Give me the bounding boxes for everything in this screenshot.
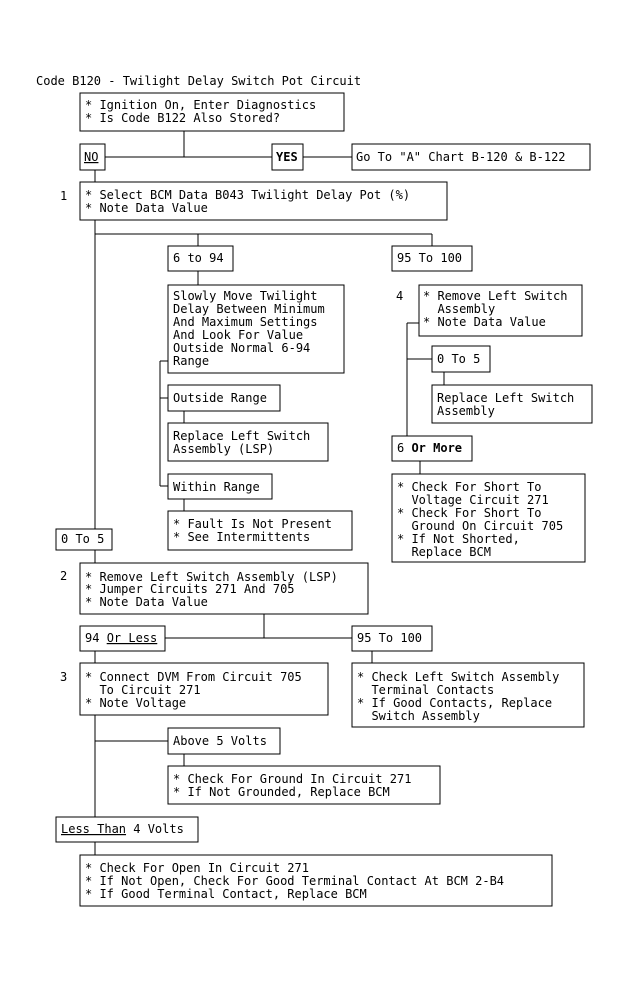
slowly-move-line: And Look For Value	[173, 328, 303, 342]
94-or-less-box: 94 Or Less	[79, 625, 166, 652]
range-0-5-box-2: 0 To 5	[431, 345, 491, 373]
replace-lsp-line: Replace Left Switch	[173, 429, 310, 443]
range-95-100-box-1: 95 To 100	[391, 245, 473, 272]
step3-line: * Note Voltage	[85, 696, 186, 710]
final-line: * If Good Terminal Contact, Replace BCM	[85, 887, 367, 901]
slowly-move-line: And Maximum Settings	[173, 315, 318, 329]
ground-line: * Check For Ground In Circuit 271	[173, 772, 411, 786]
terminals-line: Switch Assembly	[357, 709, 480, 723]
short-line: * Check For Short To	[397, 480, 542, 494]
range-6-94-box: 6 to 94	[167, 245, 234, 272]
terminals-line: * Check Left Switch Assembly	[357, 670, 559, 684]
less-than-4-volts-box: Less Than 4 Volts	[55, 816, 199, 843]
step4-line: Assembly	[423, 302, 495, 316]
replace-ls-line: Assembly	[437, 404, 495, 418]
step1-line: * Note Data Value	[85, 201, 208, 215]
within-range-box: Within Range	[167, 473, 273, 500]
step1-box: * Select BCM Data B043 Twilight Delay Po…	[79, 181, 448, 221]
short-line: Ground On Circuit 705	[397, 519, 563, 533]
start-box: * Ignition On, Enter Diagnostics * Is Co…	[79, 92, 345, 132]
above-5-volts-label: Above 5 Volts	[173, 734, 267, 748]
yes-box: YES	[271, 143, 304, 171]
range-6-94-label: 6 to 94	[173, 251, 224, 265]
range-0-5-label-2: 0 To 5	[437, 352, 480, 366]
replace-ls-box: Replace Left Switch Assembly	[431, 384, 593, 424]
within-range-label: Within Range	[173, 480, 260, 494]
slowly-move-line: Range	[173, 354, 209, 368]
step-number-3: 3	[60, 670, 67, 684]
fault-line: * Fault Is Not Present	[173, 517, 332, 531]
terminals-line: * If Good Contacts, Replace	[357, 696, 552, 710]
ground-box: * Check For Ground In Circuit 271 * If N…	[167, 765, 441, 805]
ground-line: * If Not Grounded, Replace BCM	[173, 785, 390, 799]
terminal-contacts-box: * Check Left Switch Assembly Terminal Co…	[351, 662, 585, 728]
step-number-2: 2	[60, 569, 67, 583]
step-number-4: 4	[396, 289, 403, 303]
no-box: NO	[79, 143, 106, 171]
range-0-5-box-1: 0 To 5	[55, 528, 113, 551]
step-number-1: 1	[60, 189, 67, 203]
step4-line: * Note Data Value	[423, 315, 546, 329]
no-label: NO	[84, 150, 98, 164]
step3-line: To Circuit 271	[85, 683, 201, 697]
goto-chart-box: Go To "A" Chart B-120 & B-122	[351, 143, 591, 171]
short-line: Replace BCM	[397, 545, 491, 559]
goto-chart-label: Go To "A" Chart B-120 & B-122	[356, 150, 566, 164]
slowly-move-line: Slowly Move Twilight	[173, 289, 318, 303]
fault-line: * See Intermittents	[173, 530, 310, 544]
step2-line: * Jumper Circuits 271 And 705	[85, 582, 295, 596]
replace-lsp-line: Assembly (LSP)	[173, 442, 274, 456]
short-line: * Check For Short To	[397, 506, 542, 520]
chart-title: Code B120 - Twilight Delay Switch Pot Ci…	[36, 74, 361, 88]
terminals-line: Terminal Contacts	[357, 683, 494, 697]
step1-line: * Select BCM Data B043 Twilight Delay Po…	[85, 188, 410, 202]
replace-lsp-box: Replace Left Switch Assembly (LSP)	[167, 422, 329, 462]
step2-box: * Remove Left Switch Assembly (LSP) * Ju…	[79, 562, 369, 615]
fault-not-present-box: * Fault Is Not Present * See Intermitten…	[167, 510, 353, 551]
range-95-100-box-2: 95 To 100	[351, 625, 433, 652]
outside-range-label: Outside Range	[173, 391, 267, 405]
range-95-100-label-2: 95 To 100	[357, 631, 422, 645]
start-line: * Is Code B122 Also Stored?	[85, 111, 280, 125]
connectors	[94, 131, 445, 855]
six-or-more-label: 6 Or More	[397, 441, 462, 455]
yes-label: YES	[276, 150, 298, 164]
slowly-move-line: Delay Between Minimum	[173, 302, 325, 316]
step3-box: * Connect DVM From Circuit 705 To Circui…	[79, 662, 329, 716]
check-short-box: * Check For Short To Voltage Circuit 271…	[391, 473, 586, 563]
less-than-4-volts-label: Less Than 4 Volts	[61, 822, 184, 836]
short-line: * If Not Shorted,	[397, 532, 520, 546]
step4-box: * Remove Left Switch Assembly * Note Dat…	[418, 284, 583, 337]
short-line: Voltage Circuit 271	[397, 493, 549, 507]
replace-ls-line: Replace Left Switch	[437, 391, 574, 405]
step2-line: * Remove Left Switch Assembly (LSP)	[85, 570, 338, 584]
step4-line: * Remove Left Switch	[423, 289, 568, 303]
final-line: * Check For Open In Circuit 271	[85, 861, 309, 875]
slowly-move-line: Outside Normal 6-94	[173, 341, 310, 355]
94-or-less-label: 94 Or Less	[85, 631, 157, 645]
outside-range-box: Outside Range	[167, 384, 281, 412]
above-5-volts-box: Above 5 Volts	[167, 727, 281, 755]
six-or-more-box: 6 Or More	[391, 435, 473, 462]
final-box: * Check For Open In Circuit 271 * If Not…	[79, 854, 553, 907]
step2-line: * Note Data Value	[85, 595, 208, 609]
final-line: * If Not Open, Check For Good Terminal C…	[85, 874, 504, 888]
range-0-5-label-1: 0 To 5	[61, 532, 104, 546]
start-line: * Ignition On, Enter Diagnostics	[85, 98, 316, 112]
range-95-100-label-1: 95 To 100	[397, 251, 462, 265]
step3-line: * Connect DVM From Circuit 705	[85, 670, 302, 684]
slowly-move-box: Slowly Move Twilight Delay Between Minim…	[167, 284, 345, 374]
